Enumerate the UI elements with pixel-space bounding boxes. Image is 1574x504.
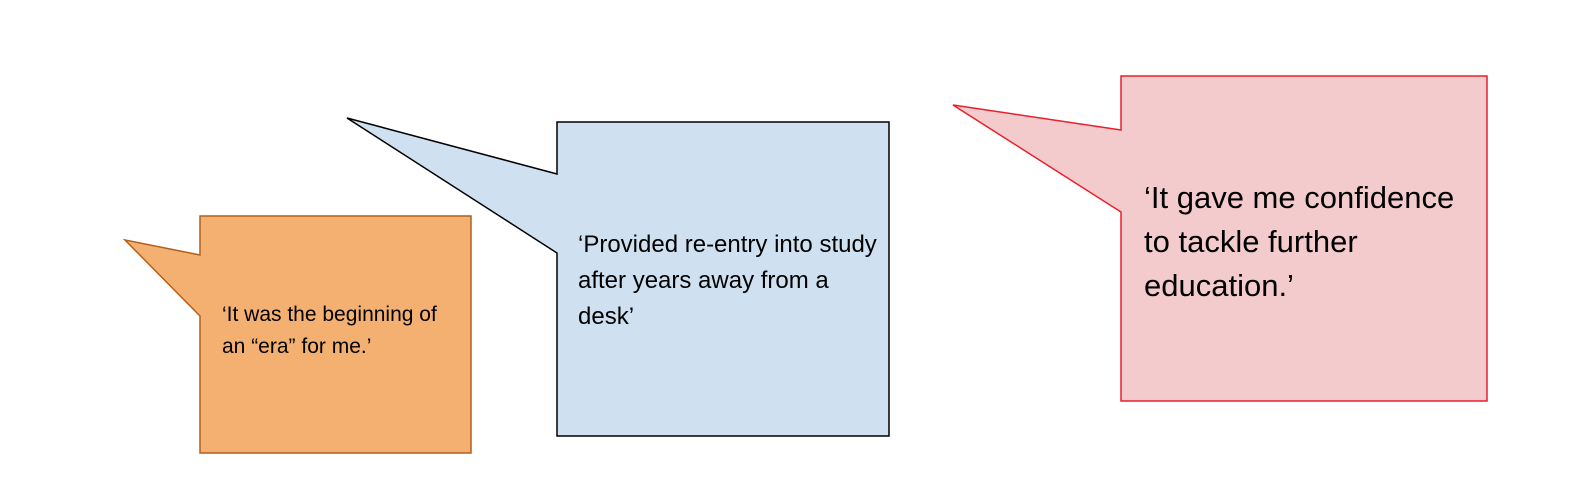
quote-text-blue: ‘Provided re-entry into study after year… <box>578 231 877 330</box>
speech-bubble-blue <box>346 117 890 437</box>
speech-bubble-red <box>952 75 1488 402</box>
quote-text-red: ‘It gave me confidence to tackle further… <box>1144 180 1455 303</box>
quote-text-orange: ‘It was the beginning of an “era” for me… <box>222 303 437 358</box>
speech-bubble-orange <box>122 215 472 454</box>
